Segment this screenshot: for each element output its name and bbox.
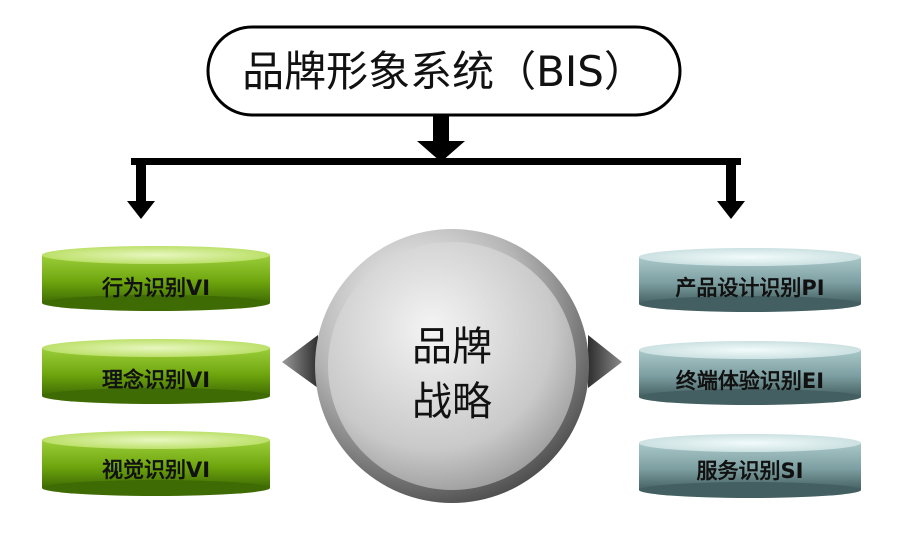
- left-down-arrow: [127, 158, 155, 219]
- center-text-line2: 战略: [412, 379, 492, 425]
- right-disc-label: 终端体验识别EI: [676, 369, 824, 393]
- right-disc-1: 产品设计识别PI: [639, 248, 861, 312]
- left-disc-3: 视觉识别VI: [42, 431, 270, 496]
- left-disc-1: 行为识别VI: [42, 246, 270, 311]
- left-disc-label: 理念识别VI: [102, 368, 210, 392]
- title-down-arrow: [417, 115, 465, 162]
- right-disc-3: 服务识别SI: [639, 434, 861, 498]
- left-disc-2: 理念识别VI: [42, 339, 270, 404]
- right-disc-label: 产品设计识别PI: [675, 276, 824, 300]
- right-pointer-arrow: [588, 335, 622, 388]
- title-box: 品牌形象系统（BIS）: [206, 25, 682, 117]
- left-pointer-arrow: [282, 335, 318, 388]
- title-text: 品牌形象系统（BIS）: [242, 47, 646, 96]
- center-text-line1: 品牌: [412, 324, 492, 370]
- right-disc-2: 终端体验识别EI: [639, 341, 861, 405]
- connector-bar: [131, 158, 741, 165]
- right-down-arrow: [717, 158, 745, 219]
- right-disc-label: 服务识别SI: [697, 459, 804, 483]
- center-circle: 品牌 战略: [315, 229, 589, 503]
- left-disc-label: 视觉识别VI: [102, 458, 210, 482]
- left-disc-label: 行为识别VI: [101, 276, 210, 300]
